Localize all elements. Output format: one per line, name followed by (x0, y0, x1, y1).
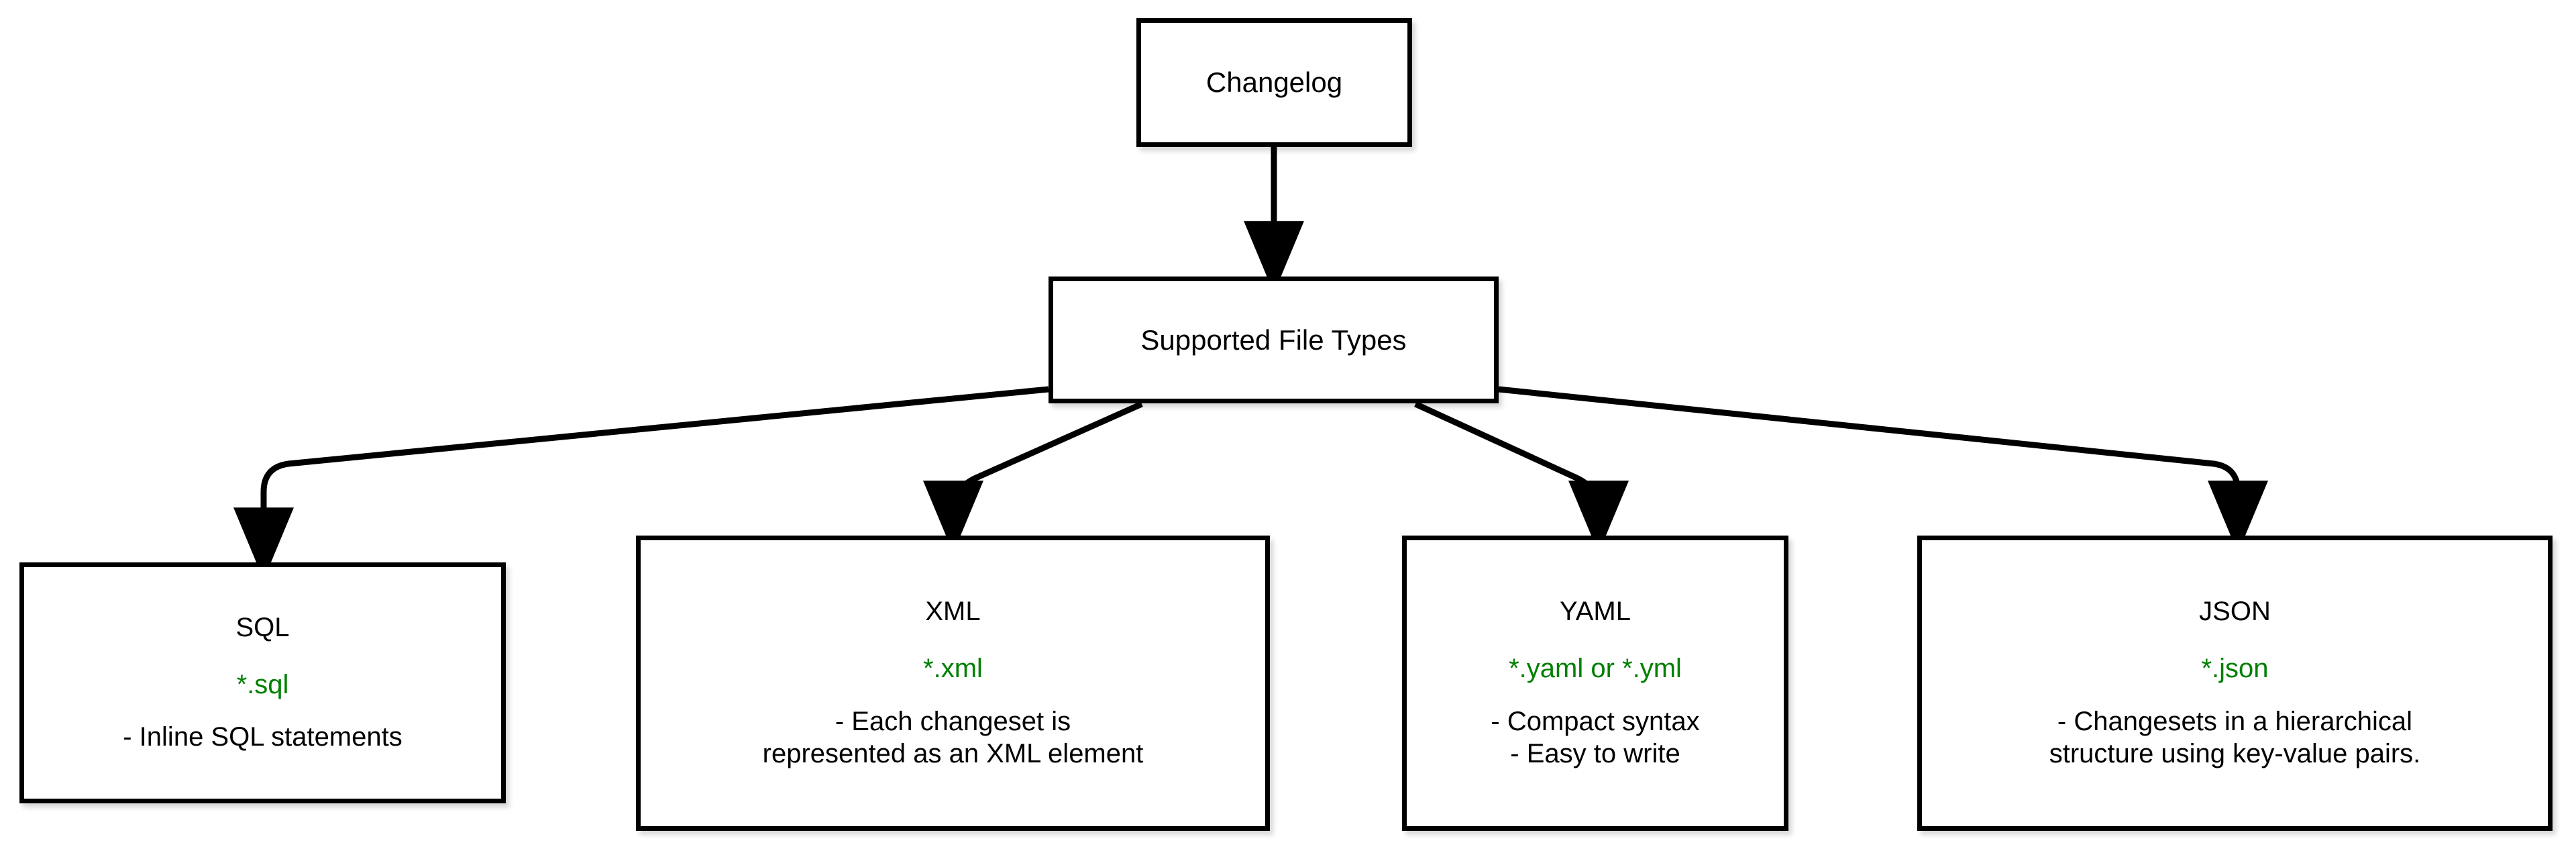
node-yaml-desc-line-1: - Compact syntax (1491, 706, 1700, 736)
node-json[interactable]: JSON *.json - Changesets in a hierarchic… (1917, 536, 2553, 831)
node-xml-desc-line-1: - Each changeset is (835, 706, 1071, 736)
node-json-desc-line-2: structure using key-value pairs. (2049, 738, 2421, 768)
node-sql-title: SQL (235, 612, 290, 642)
node-yaml-title: YAML (1560, 597, 1631, 627)
edge-supported-to-json (1498, 386, 2268, 554)
node-yaml-extension: *.yaml or *.yml (1509, 654, 1682, 683)
node-json-title: JSON (2199, 597, 2271, 627)
node-sql-desc-line-1: - Inline SQL statements (123, 722, 402, 752)
node-xml-extension: *.xml (923, 654, 983, 683)
node-changelog[interactable]: Changelog (1136, 18, 1412, 147)
node-supported-file-types[interactable]: Supported File Types (1049, 277, 1499, 403)
node-json-extension: *.json (2201, 654, 2269, 683)
node-yaml[interactable]: YAML *.yaml or *.yml - Compact syntax - … (1402, 536, 1788, 831)
node-xml[interactable]: XML *.xml - Each changeset is represente… (636, 536, 1270, 831)
edge-supported-to-sql (233, 386, 1049, 581)
node-sql[interactable]: SQL *.sql - Inline SQL statements (19, 562, 506, 803)
node-xml-title: XML (925, 597, 981, 627)
node-changelog-label: Changelog (1205, 66, 1343, 99)
node-json-desc-line-1: - Changesets in a hierarchical (2057, 706, 2413, 736)
node-sql-extension: *.sql (236, 669, 289, 699)
edge-supported-to-xml (923, 401, 1143, 554)
node-xml-desc-line-2: represented as an XML element (762, 738, 1144, 768)
edge-supported-to-yaml (1414, 401, 1629, 554)
node-yaml-desc-line-2: - Easy to write (1510, 738, 1680, 768)
node-supported-file-types-label: Supported File Types (1140, 323, 1407, 356)
